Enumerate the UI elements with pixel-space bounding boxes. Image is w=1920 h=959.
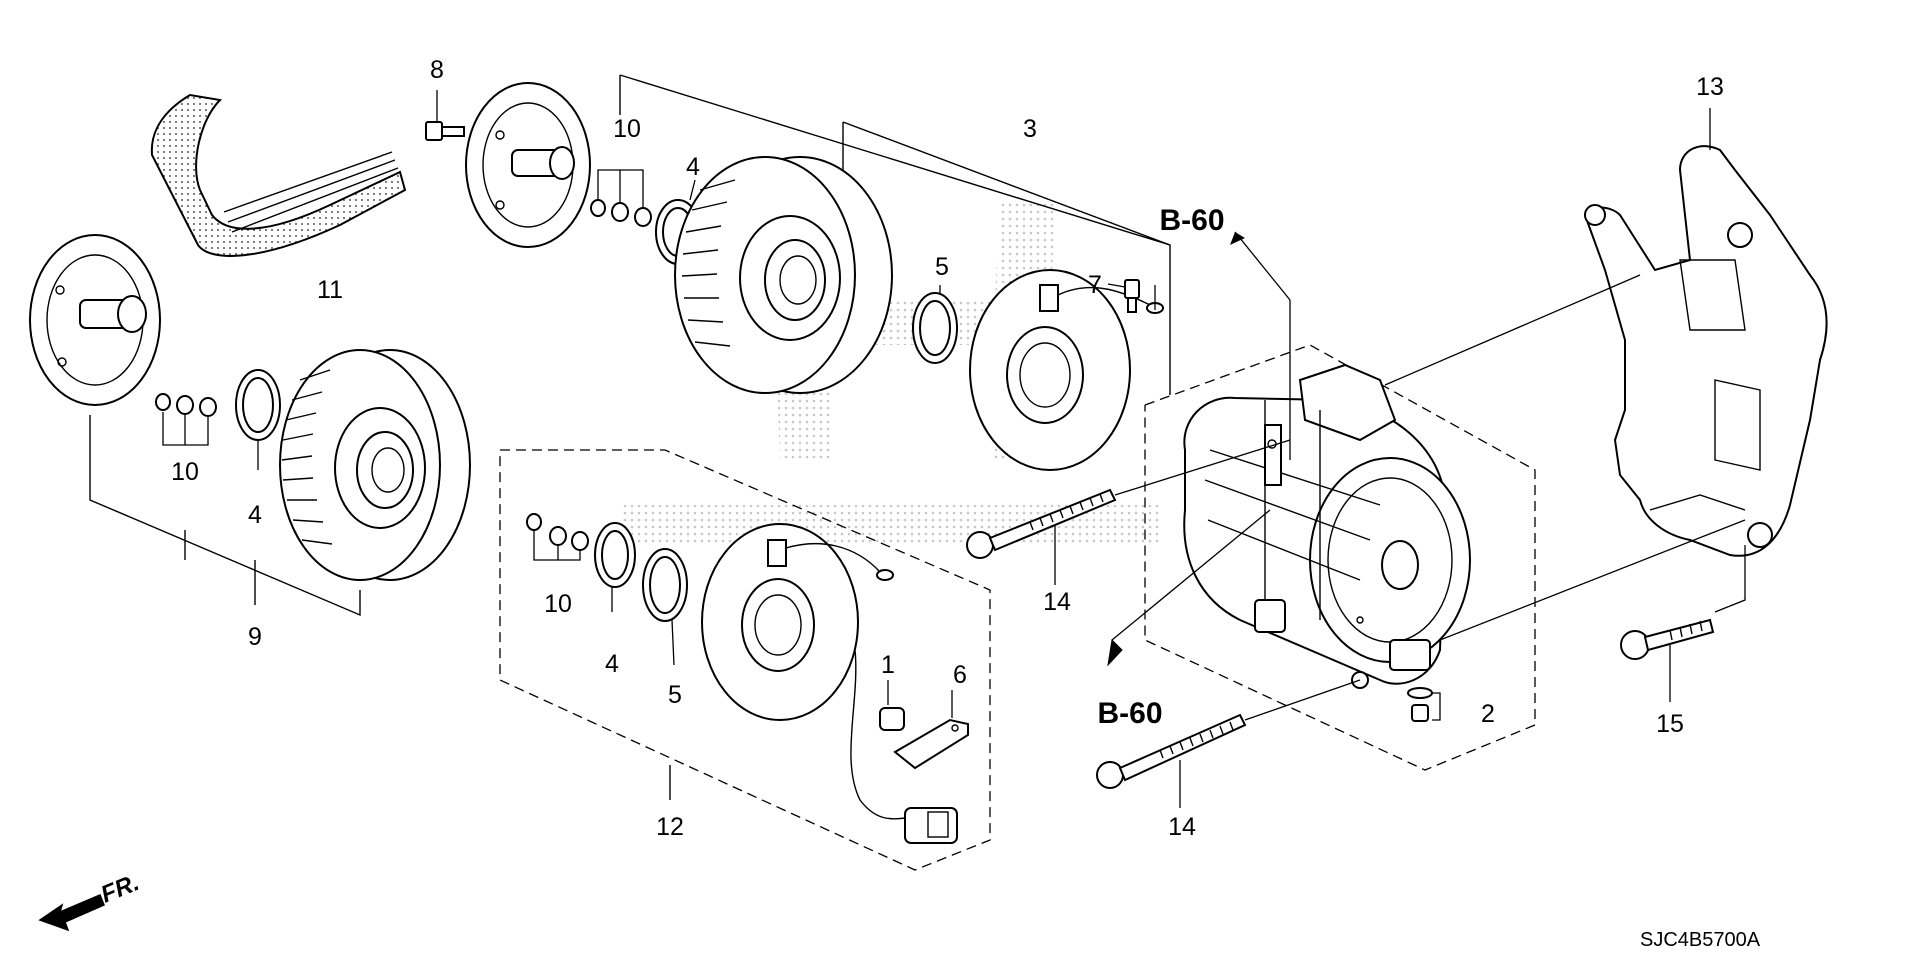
callout-4-upper: 4 (686, 153, 700, 181)
bolt-14-upper (966, 488, 1117, 585)
bolt-15 (1620, 618, 1715, 702)
callout-14-upper: 14 (1043, 588, 1071, 616)
front-direction-arrow-icon: FR. (38, 869, 143, 932)
bolt-14-lower (1096, 713, 1247, 808)
callout-9: 9 (248, 623, 262, 651)
callout-12: 12 (656, 813, 684, 841)
screw-7 (1107, 279, 1140, 313)
callout-8: 8 (430, 56, 444, 84)
callout-4-lower: 4 (605, 650, 619, 678)
snap-ring-left (235, 369, 281, 470)
clutch-plate-upper (465, 82, 591, 248)
callout-4-left: 4 (248, 501, 262, 529)
callout-7: 7 (1088, 271, 1102, 299)
snap-ring-4-lower (594, 522, 636, 612)
shim-washers-left (155, 393, 217, 446)
compressor-bracket (1583, 108, 1828, 557)
compressor-body (1183, 363, 1471, 689)
callout-3: 3 (1023, 115, 1037, 143)
assembly-brackets (89, 74, 1536, 871)
drive-belt (150, 93, 407, 257)
shim-washers-lower (526, 513, 589, 561)
shim-washers-upper (590, 169, 652, 227)
drain-plug-2 (1407, 687, 1441, 722)
pulley-left (279, 349, 471, 581)
callout-10-lower: 10 (544, 590, 572, 618)
callout-labels: 8 10 4 3 11 5 7 13 10 4 9 10 4 5 1 6 12 … (171, 56, 1761, 951)
field-coil-lower (701, 523, 958, 844)
clutch-plate-left (29, 234, 161, 406)
reference-b60-bottom: B-60 (1097, 697, 1162, 730)
diagram-code: SJC4B5700A (1640, 929, 1761, 951)
field-coil-upper (969, 269, 1164, 471)
callout-2: 2 (1481, 700, 1495, 728)
callout-5-lower: 5 (668, 681, 682, 709)
callout-10-upper: 10 (613, 115, 641, 143)
bolt-8 (425, 90, 465, 141)
callout-15: 15 (1656, 710, 1684, 738)
alignment-lines (1107, 231, 1746, 721)
callout-11: 11 (317, 276, 343, 304)
callout-6: 6 (953, 661, 967, 689)
reference-b60-top: B-60 (1159, 204, 1224, 237)
nut-1 (879, 680, 905, 731)
callout-10-left: 10 (171, 458, 199, 486)
callout-14-lower: 14 (1168, 813, 1196, 841)
snap-ring-5-upper (912, 285, 958, 364)
bracket-6 (893, 690, 969, 770)
pulley-upper (674, 156, 893, 394)
callout-5-upper: 5 (935, 253, 949, 281)
callout-13: 13 (1696, 73, 1724, 101)
direction-label: FR. (97, 869, 143, 909)
callout-1: 1 (881, 651, 895, 679)
snap-ring-5-lower (642, 548, 688, 666)
